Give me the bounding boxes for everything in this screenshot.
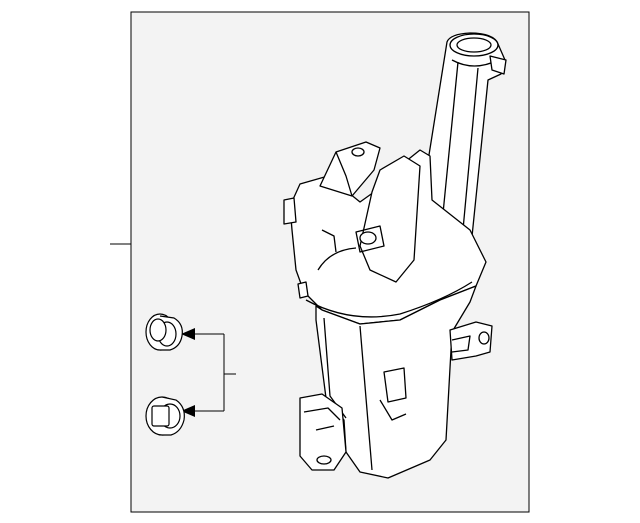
arrow-square-grommet [181, 405, 195, 417]
grommet-callout-bracket [193, 333, 236, 412]
round-grommet-part [145, 313, 183, 351]
square-grommet-part [145, 396, 185, 436]
washer-reservoir-tank-part [283, 32, 507, 479]
arrow-round-grommet [181, 328, 195, 340]
